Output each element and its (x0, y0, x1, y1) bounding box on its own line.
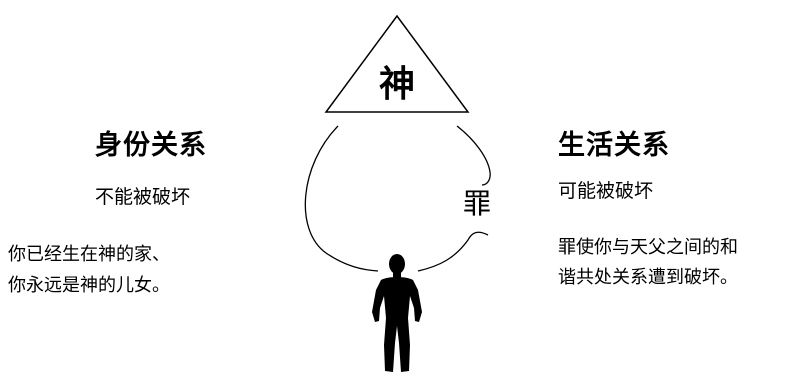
left-relationship-arc (304, 125, 379, 272)
person-silhouette-icon (372, 254, 422, 372)
god-label: 神 (379, 64, 415, 105)
god-triangle (324, 14, 470, 113)
life-relationship-subtitle: 可能被破坏 (558, 180, 654, 202)
sin-label: 罪 (463, 187, 491, 220)
right-arc-lower (417, 231, 489, 272)
life-relationship-title: 生活关系 (558, 130, 670, 161)
identity-description-line: 你永远是神的儿女。 (8, 275, 170, 296)
identity-relationship-title: 身份关系 (95, 130, 207, 161)
right-arc-upper (456, 125, 491, 186)
life-description-line: 罪使你与天父之间的和 (558, 237, 738, 258)
identity-description-line: 你已经生在神的家、 (8, 244, 170, 265)
life-description-line: 谐共处关系遭到破坏。 (558, 267, 738, 288)
identity-relationship-subtitle: 不能被破坏 (95, 186, 191, 208)
